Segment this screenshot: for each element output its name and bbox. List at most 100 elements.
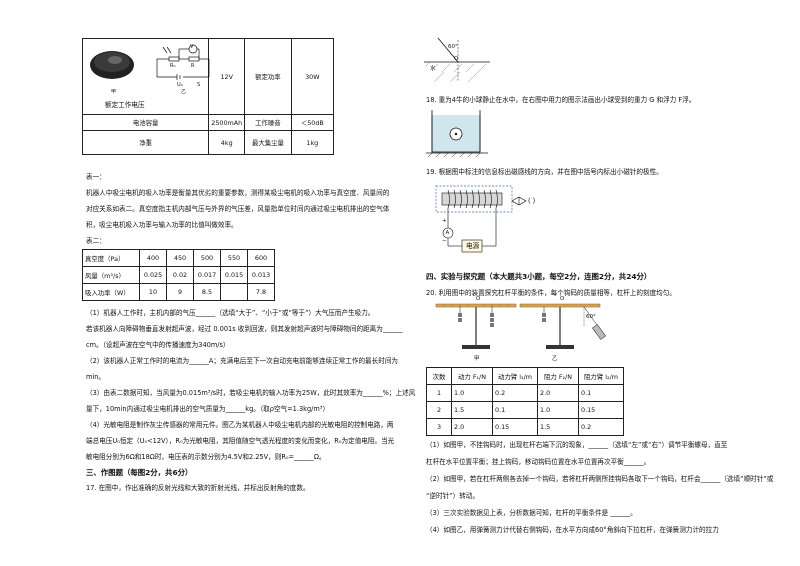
spec-value-weight: 4kg <box>208 130 246 155</box>
table-cell: 500 <box>193 249 221 267</box>
question-4c: 敏电阻分别为6Ω和18Ω时，电压表的示数分别为4.5V和2.25V，则R₀=__… <box>86 453 326 461</box>
compass-needle-icon <box>511 196 527 206</box>
table-cell: 0.1 <box>578 384 624 402</box>
table-cell: 1.0 <box>537 401 579 419</box>
spec-label-weight: 净重 <box>81 130 210 155</box>
question-20: 20. 利用图中的装置探究杠杆平衡的条件，每个钩码的质量相等，杠杆上的刻度均匀。 <box>426 289 676 297</box>
table-row: 吸入功率（W） 10 9 8.5 7.8 <box>82 283 275 301</box>
spec-value-capacity: 2500mAh <box>208 114 246 131</box>
table-header: 动力 F₁/N <box>451 367 493 385</box>
fig20-pivot-o: O <box>476 296 481 302</box>
spec-value-noise: ＜50dB <box>290 114 335 131</box>
table-cell: 400 <box>139 249 167 267</box>
table-cell: 2 <box>426 401 452 419</box>
table-row: 次数 动力 F₁/N 动力臂 l₁/m 阻力 F₂/N 阻力臂 l₂/m <box>426 367 624 385</box>
spec-value-power: 30W <box>290 38 335 115</box>
circuit-label-v: V <box>190 44 194 50</box>
table-header: 阻力臂 l₂/m <box>578 367 624 385</box>
question-1b: 若该机器人向障碍物垂直发射超声波，经过 0.001s 收到回波，则其发射超声波时… <box>86 325 403 333</box>
question-4a: （4）光敏电阻是制作灰尘传感器的常用元件。图乙为某机器人中吸尘电机内部的光敏电阻… <box>86 421 394 429</box>
fig17-point-o: O <box>454 56 459 62</box>
table-cell: 1.5 <box>537 418 579 436</box>
table-cell: 0.015 <box>220 266 248 284</box>
paragraph-line-1: 机器人中吸尘电机的吸入功率是衡量其优劣的重要参数，测得某吸尘电机的吸入功率与真空… <box>86 189 390 197</box>
question-20-1b: 杠杆在水平位置平衡；挂上钩码，移动钩码位置在水平位置再次平衡______。 <box>426 458 651 466</box>
table-cell: 风量（m³/s） <box>82 266 140 284</box>
question-17: 17. 在图中，作出准确的反射光线和大致的折射光线，并标出反射角的度数。 <box>86 484 310 492</box>
circuit-label-r: R <box>191 63 195 69</box>
table-cell: 2.0 <box>537 384 579 402</box>
table-cell: 3 <box>426 418 452 436</box>
question-20-1a: （1）如图甲，不挂钩码时，出现杠杆右端下沉的现象，______（选填“左”或“右… <box>426 441 728 449</box>
fig19-parentheses: ( ) <box>528 197 536 205</box>
circuit-diagram <box>156 44 210 80</box>
spec-label-capacity: 电池容量 <box>81 114 210 131</box>
question-20-2b: “逆时针”）转动。 <box>426 492 479 500</box>
table-cell: 0.025 <box>139 266 167 284</box>
spec-label-dust: 最大集尘量 <box>244 130 292 155</box>
table2-caption: 表二： <box>86 237 106 245</box>
fig19-ammeter-label: A <box>445 229 450 236</box>
circuit-label-s: S <box>197 82 201 88</box>
fig20-label-yi: 乙 <box>552 356 558 362</box>
table-row: 3 2.0 0.15 1.5 0.2 <box>426 418 624 436</box>
question-1c: cm。（设超声波在空气中的传播速度为340m/s） <box>86 341 230 349</box>
table-cell: 0.15 <box>578 401 624 419</box>
question-20-3: （3）三次实验数据见上表，分析数据可知，杠杆的平衡条件是 ______。 <box>426 509 637 517</box>
table-cell: 450 <box>166 249 194 267</box>
beaker-ball-figure <box>426 110 488 158</box>
robot-vacuum-image <box>90 51 134 79</box>
spec-value-dust: 1kg <box>290 130 335 155</box>
table-header: 次数 <box>426 367 452 385</box>
table-cell: 9 <box>166 283 194 301</box>
image-label-jia: 甲 <box>111 89 117 95</box>
question-18: 18. 重为4牛的小球静止在水中，在右图中用力的图示法画出小球受到的重力 G 和… <box>426 96 696 104</box>
table-cell: 600 <box>247 249 275 267</box>
paragraph-line-3: 积，吸尘电机吸入功率与输入功率的比值叫做效率。 <box>86 221 238 229</box>
table-cell: 10 <box>139 283 167 301</box>
question-20-2a: （2）如图甲，若在杠杆两侧各去掉一个钩码，若将杠杆两侧所挂钩码各取下一个钩码，杠… <box>426 475 774 483</box>
spec-label-noise: 工作噪音 <box>244 114 292 131</box>
question-20-4: （4）如图乙，用弹簧测力计代替右侧钩码，在水平方向成60°角斜向下拉杠杆，在弹簧… <box>426 526 719 534</box>
spec-label-power: 额定功率 <box>244 38 292 115</box>
table-cell: 1 <box>426 384 452 402</box>
vacuum-data-table: 真空度（Pa） 400 450 500 550 600 风量（m³/s） 0.0… <box>82 249 275 301</box>
question-19: 19. 根据图中标注的信息标出磁感线的方向，并在图中括号内标出小磁针的极性。 <box>426 168 663 176</box>
table-cell: 7.8 <box>247 283 275 301</box>
table-cell: 550 <box>220 249 248 267</box>
right-column: 60° O 水 18. 重为4牛的小球静止在水中，在右图中用力的图示法画出小球受… <box>418 0 773 566</box>
fig20-angle: 60° <box>586 314 596 320</box>
left-column: V R₀ R U₀ S 甲 乙 额定工作电压 12V 额定功率 30W 电池容量… <box>78 0 415 566</box>
table-row: 1 1.0 0.2 2.0 0.1 <box>426 384 624 402</box>
question-4b: 端总电压U₀恒定（U₀<12V），R₀为光敏电阻，其阻值随空气透光程度的变化而变… <box>86 437 395 445</box>
table-row: 真空度（Pa） 400 450 500 550 600 <box>82 249 275 267</box>
table-cell: 0.013 <box>247 266 275 284</box>
question-2a: （2）该机器人正常工作时的电流为______A；充满电后至下一次自动充电前能够连… <box>86 357 399 365</box>
fig20-label-jia: 甲 <box>474 356 480 362</box>
table-cell: 1.5 <box>451 401 493 419</box>
question-1a: （1）机器人工作时，主机内部的气压______（选填“大于”、“小于”或“等于”… <box>86 309 375 317</box>
fig17-angle: 60° <box>448 44 458 50</box>
section-4-heading: 四、实验与探究题（本大题共3小题，每空2分，连图2分，共24分） <box>426 272 652 281</box>
fig19-power-label: 电源 <box>466 242 480 250</box>
question-3a: （3）由表二数据可知，当风量为0.015m³/s时，若吸尘电机的输入功率为25W… <box>86 389 416 397</box>
paragraph-line-2: 对应关系如表二。真空度指主机内部气压与外界的气压差，风量指单位时间内通过吸尘电机… <box>86 205 390 213</box>
table-row: 风量（m³/s） 0.025 0.02 0.017 0.015 0.013 <box>82 266 275 284</box>
table-cell: 1.0 <box>451 384 493 402</box>
question-2b: min。 <box>86 373 106 381</box>
spec-value-voltage: 12V <box>208 38 246 115</box>
fig20-pivot-o-yi: O <box>560 296 565 302</box>
table-row: 2 1.5 0.1 1.0 0.15 <box>426 401 624 419</box>
table1-caption: 表一： <box>86 173 106 181</box>
table-cell: 吸入功率（W） <box>82 283 140 301</box>
table-cell: 8.5 <box>193 283 221 301</box>
image-label-yi: 乙 <box>181 89 187 95</box>
table-cell: 真空度（Pa） <box>82 249 140 267</box>
table-header: 动力臂 l₁/m <box>492 367 538 385</box>
refraction-figure <box>424 37 490 83</box>
fig19-minus: − <box>442 238 447 244</box>
lever-figure-yi <box>519 303 606 349</box>
solenoid-figure <box>435 185 513 253</box>
lever-data-table: 次数 动力 F₁/N 动力臂 l₁/m 阻力 F₂/N 阻力臂 l₂/m 1 1… <box>426 367 624 436</box>
circuit-label-r0: R₀ <box>170 63 176 69</box>
